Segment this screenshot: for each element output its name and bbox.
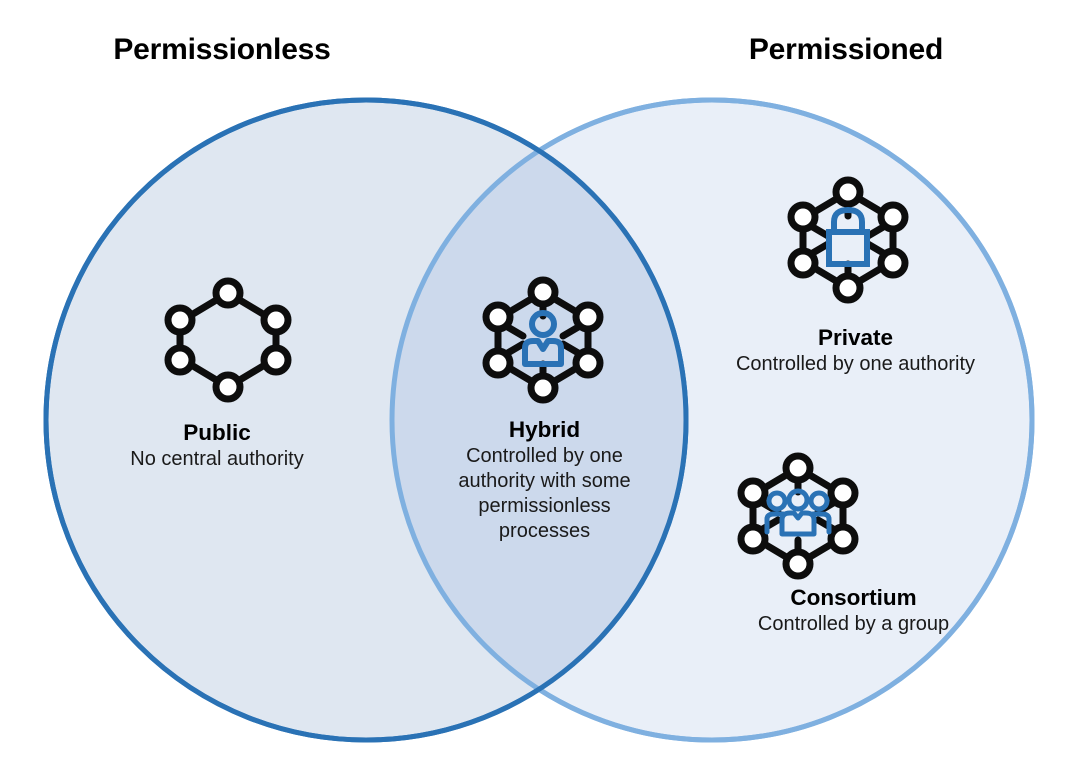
public-icon-wrap	[158, 275, 298, 405]
label-hybrid-description: Controlled by one authority with some pe…	[458, 444, 631, 543]
label-private-description: Controlled by one authority	[735, 352, 976, 375]
private-icon-wrap	[781, 172, 915, 308]
consortium-icon-wrap	[731, 448, 865, 584]
label-consortium-description: Controlled by a group	[757, 612, 950, 635]
label-hybrid-title: Hybrid	[508, 417, 581, 442]
label-public-title: Public	[183, 420, 251, 445]
label-private-title: Private	[817, 325, 894, 350]
label-public-description: No central authority	[130, 447, 304, 470]
hybrid-icon-wrap	[476, 272, 610, 408]
overlap-region	[392, 100, 686, 740]
set-title-permissionless: Permissionless	[113, 33, 331, 66]
hexagon-network-lock-icon	[787, 176, 909, 304]
person-glyph	[522, 310, 564, 367]
hexagon-network-person-icon	[482, 276, 604, 404]
circle-permissionless-outline	[43, 97, 689, 743]
label-private: Private Controlled by one authority	[672, 325, 1039, 377]
label-hybrid: Hybrid Controlled by one authority with …	[438, 417, 651, 544]
group-glyph	[764, 488, 832, 537]
hexagon-network-group-icon	[737, 452, 859, 580]
circle-permissioned-outline	[389, 97, 1035, 743]
set-title-permissioned: Permissioned	[748, 33, 944, 66]
hexagon-network-icon	[164, 277, 292, 403]
label-consortium-title: Consortium	[790, 585, 917, 610]
padlock-glyph	[826, 206, 870, 267]
label-consortium: Consortium Controlled by a group	[676, 585, 1031, 637]
label-public: Public No central authority	[92, 420, 342, 472]
